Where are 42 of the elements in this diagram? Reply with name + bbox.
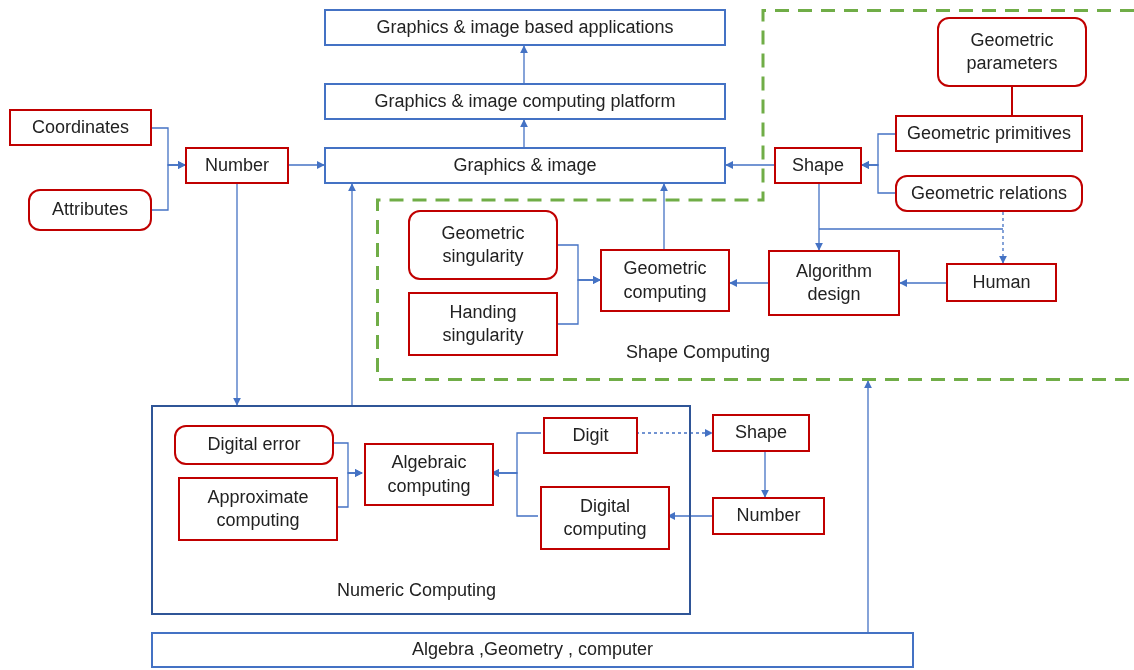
arrow — [864, 380, 872, 633]
arrow — [660, 183, 668, 250]
region-title: Shape Computing — [626, 341, 771, 364]
process-box: Graphics & image computing platform — [324, 83, 726, 120]
arrow — [520, 119, 528, 148]
arrow — [348, 183, 356, 406]
arrow — [861, 161, 896, 194]
process-box: Geometric computing — [600, 249, 730, 312]
process-box: Digit — [543, 417, 638, 454]
arrow — [761, 451, 769, 498]
arrow — [999, 211, 1007, 264]
process-box: Graphics & image — [324, 147, 726, 184]
process-box: Handing singularity — [408, 292, 558, 356]
process-box: Algebraic computing — [364, 443, 494, 506]
process-box: Number — [185, 147, 289, 184]
process-box: Algebra ,Geometry , computer — [151, 632, 914, 668]
arrow — [557, 276, 601, 325]
process-box: Algorithm design — [768, 250, 900, 316]
process-box: Shape — [774, 147, 862, 184]
rounded-box: Geometric parameters — [937, 17, 1087, 87]
rounded-box: Geometric singularity — [408, 210, 558, 280]
arrow — [725, 161, 775, 169]
process-box: Shape — [712, 414, 810, 452]
arrow — [233, 183, 241, 406]
rounded-box: Geometric relations — [895, 175, 1083, 212]
arrow — [899, 279, 947, 287]
arrow — [520, 45, 528, 84]
rounded-box: Attributes — [28, 189, 152, 231]
process-box: Graphics & image based applications — [324, 9, 726, 46]
arrow — [729, 279, 769, 287]
process-box: Human — [946, 263, 1057, 302]
process-box: Digital computing — [540, 486, 670, 550]
arrow — [151, 161, 186, 211]
process-box: Geometric primitives — [895, 115, 1083, 152]
group-title: Numeric Computing — [337, 579, 497, 602]
process-box: Approximate computing — [178, 477, 338, 541]
process-box: Coordinates — [9, 109, 152, 146]
process-box: Number — [712, 497, 825, 535]
arrow — [815, 183, 823, 251]
rounded-box: Digital error — [174, 425, 334, 465]
arrow — [288, 161, 325, 169]
group-box — [151, 405, 691, 615]
